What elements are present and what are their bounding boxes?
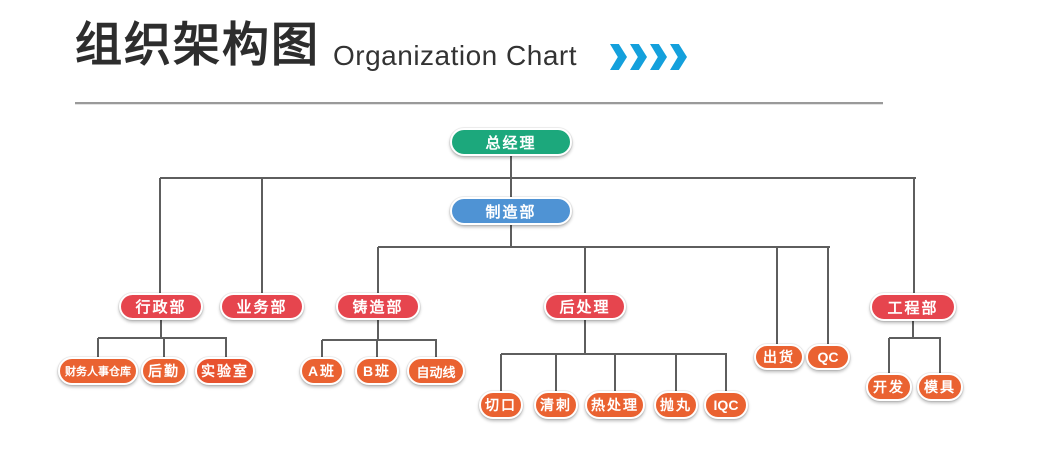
connector-line — [614, 354, 616, 391]
org-node-engineering-dept: 工程部 — [870, 293, 956, 321]
connector-line — [912, 321, 914, 338]
connector-line — [159, 178, 161, 293]
org-node-finance-hr-warehouse: 财务人事仓库 — [58, 357, 138, 385]
connector-line — [376, 340, 378, 357]
org-node-auto-line: 自动线 — [407, 357, 465, 385]
connector-line — [261, 178, 263, 293]
connector-line — [225, 338, 227, 357]
chevron-right-icon — [650, 44, 667, 70]
connector-line — [913, 178, 915, 293]
chevron-right-icon — [630, 44, 647, 70]
org-node-development: 开发 — [866, 373, 912, 401]
org-node-manufacturing-dept: 制造部 — [450, 197, 572, 225]
connector-line — [510, 156, 512, 197]
org-node-mold: 模具 — [917, 373, 963, 401]
org-node-iqc: IQC — [704, 391, 748, 419]
chevron-right-icon — [610, 44, 627, 70]
page-title-zh: 组织架构图 — [75, 18, 320, 71]
connector-line — [584, 320, 586, 354]
connector-line — [555, 354, 557, 391]
connector-line — [378, 246, 830, 248]
connector-line — [377, 320, 379, 340]
connector-line — [888, 338, 890, 373]
connector-line — [584, 247, 586, 293]
org-node-deburring: 清刺 — [534, 391, 578, 419]
chevrons — [610, 44, 687, 70]
page-title-en: Organization Chart — [333, 40, 578, 71]
org-node-post-processing: 后处理 — [544, 293, 626, 320]
connector-line — [97, 338, 99, 357]
connector-line — [776, 247, 778, 344]
connector-line — [827, 247, 829, 344]
connector-line — [889, 337, 941, 339]
org-node-class-a: A班 — [300, 357, 344, 385]
connector-line — [322, 339, 437, 341]
connector-line — [160, 320, 162, 338]
connector-line — [321, 340, 323, 357]
connector-line — [98, 337, 227, 339]
connector-line — [435, 340, 437, 357]
org-node-business-dept: 业务部 — [220, 293, 304, 320]
org-node-class-b: B班 — [355, 357, 399, 385]
chevron-right-icon — [670, 44, 687, 70]
org-node-cutting: 切口 — [479, 391, 523, 419]
connector-line — [939, 338, 941, 373]
connector-line — [160, 177, 916, 179]
connector-line — [510, 225, 512, 247]
connector-line — [725, 354, 727, 391]
org-node-casting-dept: 铸造部 — [336, 293, 420, 320]
org-node-general-manager: 总经理 — [450, 128, 572, 156]
org-node-shipping: 出货 — [754, 344, 804, 370]
org-node-shot-blasting: 抛丸 — [654, 391, 698, 419]
org-node-qc: QC — [806, 344, 850, 370]
connector-line — [377, 247, 379, 293]
connector-line — [163, 338, 165, 357]
connector-line — [500, 354, 502, 391]
org-node-laboratory: 实验室 — [195, 357, 255, 385]
org-node-heat-treatment: 热处理 — [585, 391, 645, 419]
header-divider — [75, 102, 883, 105]
connector-line — [675, 354, 677, 391]
org-node-admin-dept: 行政部 — [119, 293, 203, 320]
org-node-logistics: 后勤 — [141, 357, 187, 385]
